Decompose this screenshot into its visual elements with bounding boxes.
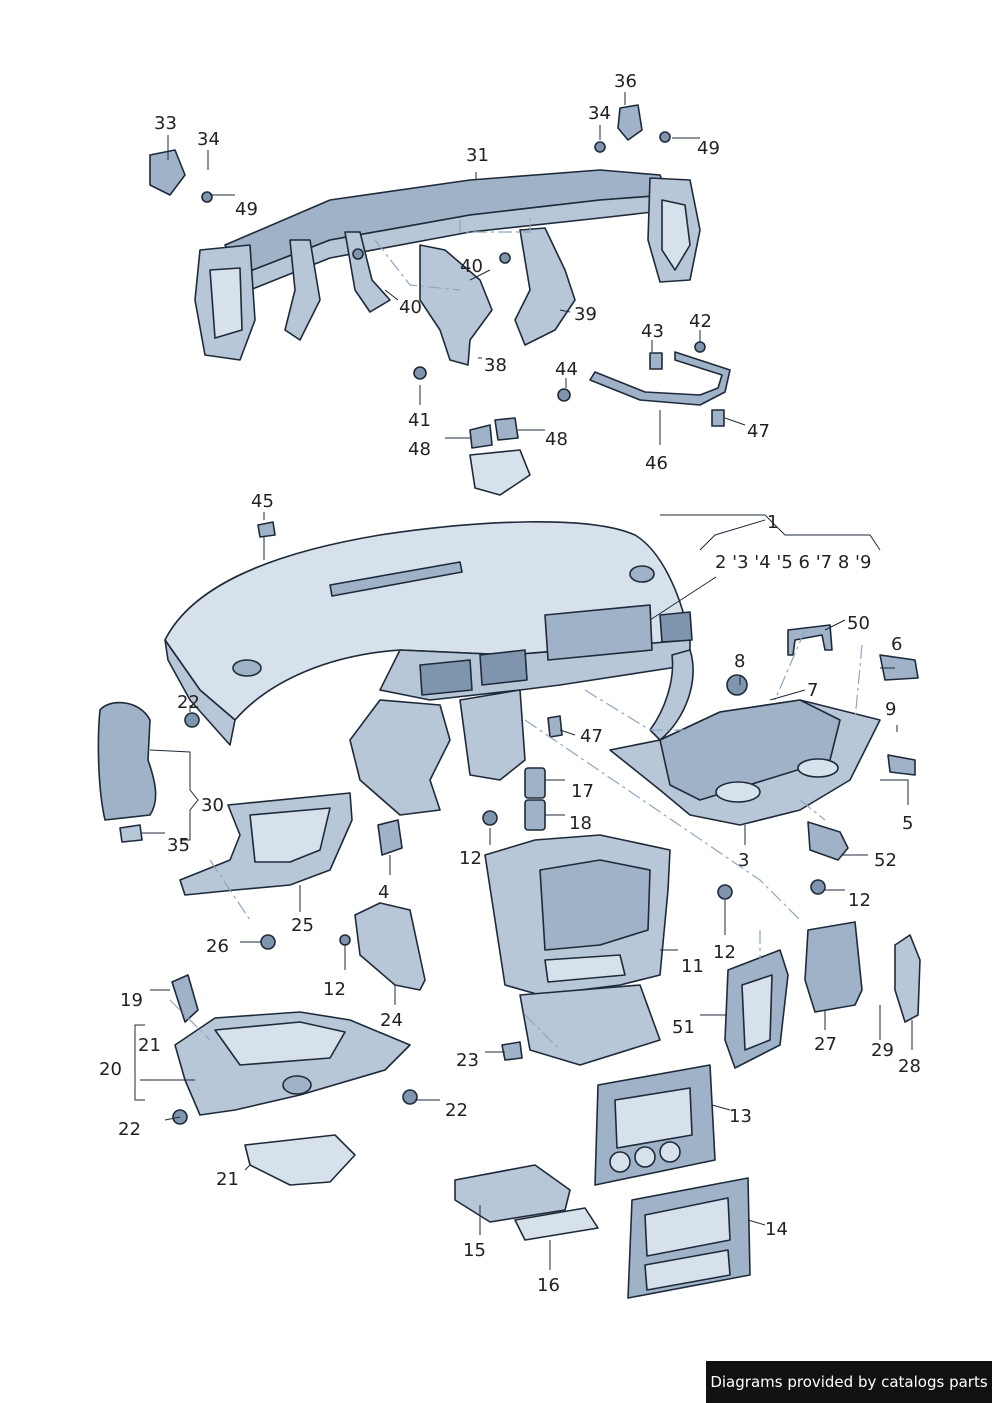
callout-20: 20: [99, 1059, 122, 1080]
callout-22-c: 22: [118, 1119, 141, 1140]
lower-cover-part: [174, 1011, 411, 1186]
callout-24: 24: [380, 1010, 403, 1031]
callout-3: 3: [738, 850, 749, 871]
callout-42: 42: [689, 311, 712, 332]
callout-9: 9: [885, 699, 896, 720]
callout-49-b: 49: [697, 138, 720, 159]
callout-48-a: 48: [408, 439, 431, 460]
callout-30: 30: [201, 795, 224, 816]
callout-7: 7: [807, 680, 818, 701]
callout-19: 19: [120, 990, 143, 1011]
callout-41: 41: [408, 410, 431, 431]
side-trim-parts: [97, 701, 353, 896]
callout-49-a: 49: [235, 199, 258, 220]
callout-labels: 1 2 '3 '4 '5 6 '7 8 '9 3 4 5 6 7 8 9 11 …: [99, 71, 921, 1296]
callout-33: 33: [154, 113, 177, 134]
callout-21-b: 21: [216, 1169, 239, 1190]
callout-36: 36: [614, 71, 637, 92]
callout-12-c: 12: [713, 942, 736, 963]
callout-5: 5: [902, 813, 913, 834]
callout-1: 1: [767, 512, 778, 533]
callout-47-b: 47: [580, 726, 603, 747]
callout-23: 23: [456, 1050, 479, 1071]
leader-lines: [134, 92, 913, 1270]
callout-21-a: 21: [138, 1035, 161, 1056]
cover-panel-parts: [354, 902, 921, 1069]
callout-38: 38: [484, 355, 507, 376]
callout-18: 18: [569, 813, 592, 834]
callout-50: 50: [847, 613, 870, 634]
callout-2-9: 2 '3 '4 '5 6 '7 8 '9: [715, 552, 871, 573]
callout-22-a: 22: [177, 692, 200, 713]
callout-12-a: 12: [459, 848, 482, 869]
callout-34-a: 34: [197, 129, 220, 150]
callout-31: 31: [466, 145, 489, 166]
center-console-part: [484, 834, 671, 1066]
callout-45: 45: [251, 491, 274, 512]
callout-12-b: 12: [848, 890, 871, 911]
callout-27: 27: [814, 1034, 837, 1055]
callout-34-b: 34: [588, 103, 611, 124]
bezel-tray-parts: [454, 1064, 751, 1299]
callout-40-b: 40: [399, 297, 422, 318]
callout-4: 4: [378, 882, 389, 903]
callout-48-b: 48: [545, 429, 568, 450]
glovebox-part: [609, 699, 881, 826]
callout-15: 15: [463, 1240, 486, 1261]
small-fastener-parts: [171, 131, 919, 1125]
callout-16: 16: [537, 1275, 560, 1296]
footer-credit-banner: Diagrams provided by catalogs parts: [706, 1361, 992, 1403]
callout-51: 51: [672, 1017, 695, 1038]
dashboard-part: [164, 521, 694, 816]
callout-14: 14: [765, 1219, 788, 1240]
callout-13: 13: [729, 1106, 752, 1127]
callout-12-d: 12: [323, 979, 346, 1000]
callout-47-a: 47: [747, 421, 770, 442]
callout-35: 35: [167, 835, 190, 856]
cross-member-part: [149, 104, 701, 361]
support-bracket-parts: [469, 351, 731, 496]
callout-28: 28: [898, 1056, 921, 1077]
callout-44: 44: [555, 359, 578, 380]
callout-17: 17: [571, 781, 594, 802]
callout-46: 46: [645, 453, 668, 474]
callout-43: 43: [641, 321, 664, 342]
callout-22-b: 22: [445, 1100, 468, 1121]
callout-40-a: 40: [460, 256, 483, 277]
callout-52: 52: [874, 850, 897, 871]
callout-8: 8: [734, 651, 745, 672]
callout-25: 25: [291, 915, 314, 936]
callout-29: 29: [871, 1040, 894, 1061]
callout-39: 39: [574, 304, 597, 325]
callout-11: 11: [681, 956, 704, 977]
callout-26: 26: [206, 936, 229, 957]
bracket-parts: [419, 227, 576, 366]
callout-6: 6: [891, 634, 902, 655]
footer-credit-text: Diagrams provided by catalogs parts: [710, 1373, 988, 1391]
